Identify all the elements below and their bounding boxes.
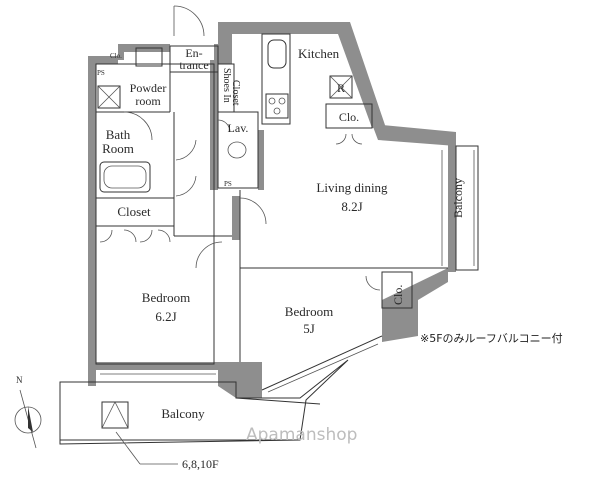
living-label-2: 8.2J xyxy=(341,199,362,214)
partitions xyxy=(59,33,479,445)
shoes-closet-label-2: Closet xyxy=(230,80,241,106)
kitchen-clo-label: Clo. xyxy=(339,110,359,124)
shoes-closet-label-1: Shoes In xyxy=(221,68,232,103)
powder-room-label-2: room xyxy=(135,94,161,108)
compass-label: N xyxy=(16,375,23,385)
refrigerator-label: R xyxy=(337,81,345,95)
balcony-bottom-label: Balcony xyxy=(161,406,205,421)
entrance-label-1: En- xyxy=(185,46,202,60)
bedroom2-label-2: 5J xyxy=(303,321,315,336)
bedroom2-label-1: Bedroom xyxy=(285,304,333,319)
fixtures xyxy=(97,39,353,429)
lav-label: Lav. xyxy=(228,121,249,135)
powder-room-label-1: Powder xyxy=(130,81,167,95)
entrance-label-2: trance xyxy=(179,58,208,72)
bath-label-2: Room xyxy=(102,141,134,156)
ps-top-label: PS xyxy=(97,69,105,77)
bedroom1-label-2: 6.2J xyxy=(155,309,176,324)
bedroom2-clo-label: Clo. xyxy=(391,285,405,305)
walls xyxy=(88,22,456,398)
floors-leader-line xyxy=(115,431,141,465)
floors-note: 6,8,10F xyxy=(182,457,219,471)
doors xyxy=(99,5,381,291)
balcony-right-label: Balcony xyxy=(451,178,465,218)
clo-small-label: Clo. xyxy=(110,52,122,60)
bath-label-1: Bath xyxy=(106,127,131,142)
ps-lav-label: PS xyxy=(224,180,232,188)
living-label-1: Living dining xyxy=(316,180,388,195)
closet-label: Closet xyxy=(117,204,151,219)
compass-icon: N xyxy=(14,375,42,449)
kitchen-label: Kitchen xyxy=(298,46,340,61)
watermark: Apamanshop xyxy=(246,425,357,445)
bedroom1-label-1: Bedroom xyxy=(142,290,190,305)
roof-balcony-note: ※5Fのみルーフバルコニー付 xyxy=(420,332,563,345)
